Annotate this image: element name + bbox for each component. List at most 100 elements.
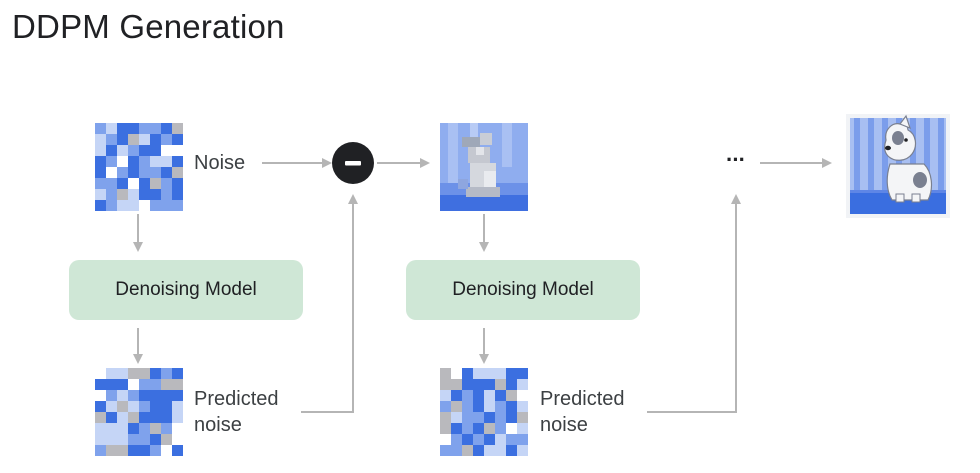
- noise-cell: [139, 156, 150, 167]
- noise-cell: [172, 123, 183, 134]
- noise-cell: [495, 445, 506, 456]
- noise-cell: [150, 156, 161, 167]
- noise-cell: [172, 178, 183, 189]
- noise-cell: [95, 189, 106, 200]
- noise-cell: [106, 401, 117, 412]
- noise-cell: [95, 401, 106, 412]
- noise-cell: [95, 368, 106, 379]
- noise-cell: [139, 390, 150, 401]
- noise-cell: [161, 167, 172, 178]
- noise-cell: [128, 189, 139, 200]
- noise-cell: [139, 368, 150, 379]
- noise-cell: [462, 423, 473, 434]
- noise-cell: [95, 145, 106, 156]
- noise-cell: [161, 390, 172, 401]
- noise-cell: [440, 412, 451, 423]
- noise-cell: [95, 412, 106, 423]
- noise-cell: [117, 445, 128, 456]
- dog-illustration-icon: [846, 114, 950, 218]
- noise-cell: [117, 412, 128, 423]
- noise-cell: [139, 145, 150, 156]
- noise-cell: [161, 123, 172, 134]
- noise-cell: [517, 423, 528, 434]
- noise-cell: [440, 368, 451, 379]
- noise-cell: [517, 434, 528, 445]
- noise-cell: [172, 134, 183, 145]
- noise-cell: [451, 379, 462, 390]
- noise-cell: [117, 156, 128, 167]
- noise-cell: [117, 134, 128, 145]
- noise-cell: [106, 123, 117, 134]
- denoising-model-label-1: Denoising Model: [115, 279, 257, 300]
- noise-cell: [161, 145, 172, 156]
- noise-cell: [517, 412, 528, 423]
- noise-cell: [506, 368, 517, 379]
- noise-cell: [150, 145, 161, 156]
- noise-cell: [484, 412, 495, 423]
- noise-cell: [473, 434, 484, 445]
- noise-cell: [473, 445, 484, 456]
- noise-cell: [128, 145, 139, 156]
- noise-cell: [95, 379, 106, 390]
- noise-cell: [117, 423, 128, 434]
- noise-cell: [172, 401, 183, 412]
- noise-cell: [117, 401, 128, 412]
- noise-cell: [517, 445, 528, 456]
- noise-cell: [150, 445, 161, 456]
- noise-cell: [172, 379, 183, 390]
- noise-cell: [440, 401, 451, 412]
- noise-cell: [95, 200, 106, 211]
- noise-cell: [161, 200, 172, 211]
- noise-cell: [161, 156, 172, 167]
- noise-cell: [451, 445, 462, 456]
- noise-cell: [150, 167, 161, 178]
- noise-cell: [150, 434, 161, 445]
- noise-cell: [139, 379, 150, 390]
- noise-cell: [451, 412, 462, 423]
- noise-cell: [440, 379, 451, 390]
- noise-cell: [462, 434, 473, 445]
- noise-cell: [495, 390, 506, 401]
- noise-cell: [172, 167, 183, 178]
- noise-cell: [161, 134, 172, 145]
- noise-cell: [172, 412, 183, 423]
- noise-cell: [506, 390, 517, 401]
- noise-cell: [440, 434, 451, 445]
- noise-cell: [473, 379, 484, 390]
- noise-label: Noise: [194, 152, 246, 174]
- noise-cell: [117, 368, 128, 379]
- noise-cell: [117, 200, 128, 211]
- noise-cell: [128, 156, 139, 167]
- noise-cell: [95, 123, 106, 134]
- noise-cell: [95, 134, 106, 145]
- noise-cell: [161, 401, 172, 412]
- noise-cell: [506, 445, 517, 456]
- noise-cell: [106, 445, 117, 456]
- noise-cell: [495, 379, 506, 390]
- noise-cell: [506, 412, 517, 423]
- noise-cell: [150, 200, 161, 211]
- noise-cell: [128, 423, 139, 434]
- noise-cell: [139, 123, 150, 134]
- partially-denoised-dog-icon: [440, 123, 528, 211]
- noise-cell: [139, 200, 150, 211]
- noise-cell: [495, 423, 506, 434]
- noise-cell: [117, 178, 128, 189]
- noise-cell: [139, 189, 150, 200]
- noise-cell: [161, 445, 172, 456]
- noise-cell: [139, 423, 150, 434]
- noise-cell: [451, 434, 462, 445]
- noise-cell: [95, 167, 106, 178]
- noise-cell: [95, 445, 106, 456]
- noise-cell: [473, 368, 484, 379]
- noise-cell: [117, 379, 128, 390]
- noise-cell: [139, 412, 150, 423]
- denoising-model-box-2: Denoising Model: [406, 260, 640, 320]
- noise-cell: [473, 412, 484, 423]
- noise-cell: [462, 445, 473, 456]
- noise-cell: [139, 401, 150, 412]
- noise-cell: [495, 368, 506, 379]
- noise-cell: [462, 390, 473, 401]
- predicted-noise-label-2: Predicted noise: [540, 388, 625, 436]
- noise-cell: [462, 412, 473, 423]
